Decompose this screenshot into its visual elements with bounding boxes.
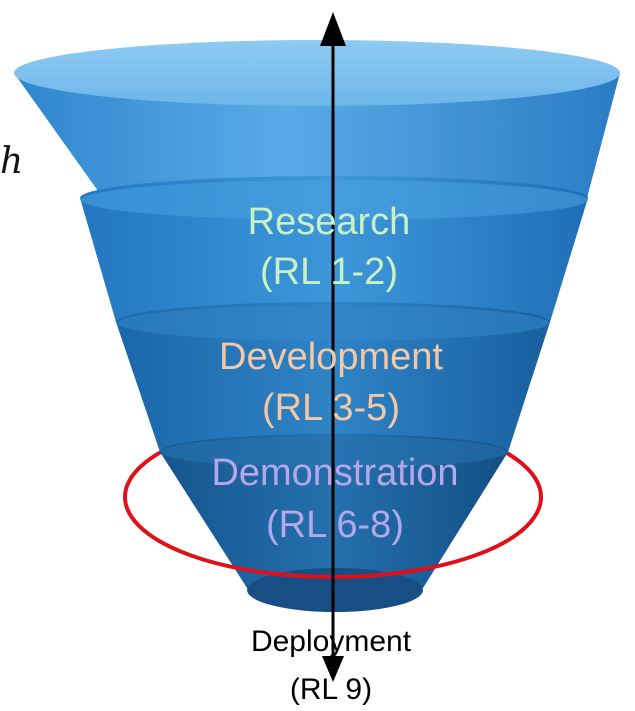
stage-deployment-rl: (RL 9) — [290, 673, 372, 706]
stage-deployment-name: Deployment — [251, 625, 412, 658]
stage-development-name: Development — [219, 336, 443, 378]
funnel-top-opening — [14, 40, 620, 106]
stage-demonstration-rl: (RL 6-8) — [266, 504, 404, 546]
stage-research-rl: (RL 1-2) — [260, 251, 398, 293]
stage-development-rl: (RL 3-5) — [262, 387, 400, 429]
stage-research-name: Research — [248, 201, 411, 243]
cut-off-label: h — [0, 141, 23, 182]
funnel-bottom-cap — [247, 568, 423, 612]
axis-arrowhead-up — [320, 12, 346, 46]
stage-demonstration-name: Demonstration — [211, 452, 458, 494]
axis-arrowhead-down — [322, 656, 344, 682]
